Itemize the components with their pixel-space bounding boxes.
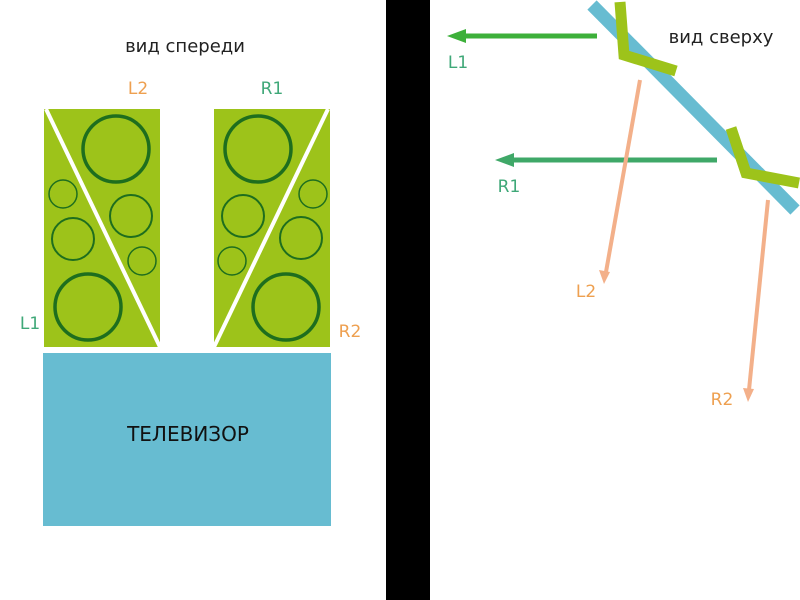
label-r1-top: R1	[498, 177, 521, 197]
top-view-title: вид сверху	[669, 27, 774, 48]
label-r2-top: R2	[711, 390, 734, 410]
tweeter-icon	[217, 246, 247, 276]
panel-divider	[386, 0, 430, 600]
label-r1-front: R1	[261, 79, 284, 99]
woofer-icon	[53, 272, 123, 342]
arrow-l1	[447, 29, 597, 43]
midrange-icon	[109, 194, 153, 238]
left-speaker	[44, 108, 162, 348]
arrow-r1	[495, 153, 717, 167]
woofer-icon	[223, 114, 293, 184]
tweeter-icon	[127, 246, 157, 276]
label-l2-front: L2	[128, 79, 148, 99]
label-r2-front: R2	[339, 322, 362, 342]
speaker-top-view-1	[614, 1, 678, 77]
tv-box	[43, 353, 331, 526]
label-l1-top: L1	[448, 53, 468, 73]
arrow-r2	[743, 199, 770, 402]
midrange-icon	[279, 216, 323, 260]
tweeter-icon	[298, 179, 328, 209]
speaker-top-view-2	[725, 126, 800, 189]
label-l1-front: L1	[20, 314, 40, 334]
arrow-l2	[599, 79, 642, 284]
woofer-icon	[81, 114, 151, 184]
front-view-title: вид спереди	[125, 36, 245, 57]
tv-label: ТЕЛЕВИЗОР	[126, 422, 249, 446]
label-l2-top: L2	[576, 282, 596, 302]
divider-line	[212, 108, 330, 348]
tweeter-icon	[48, 179, 78, 209]
midrange-icon	[221, 194, 265, 238]
divider-line	[44, 108, 162, 348]
right-speaker	[212, 108, 330, 348]
midrange-icon	[51, 217, 95, 261]
woofer-icon	[251, 272, 321, 342]
